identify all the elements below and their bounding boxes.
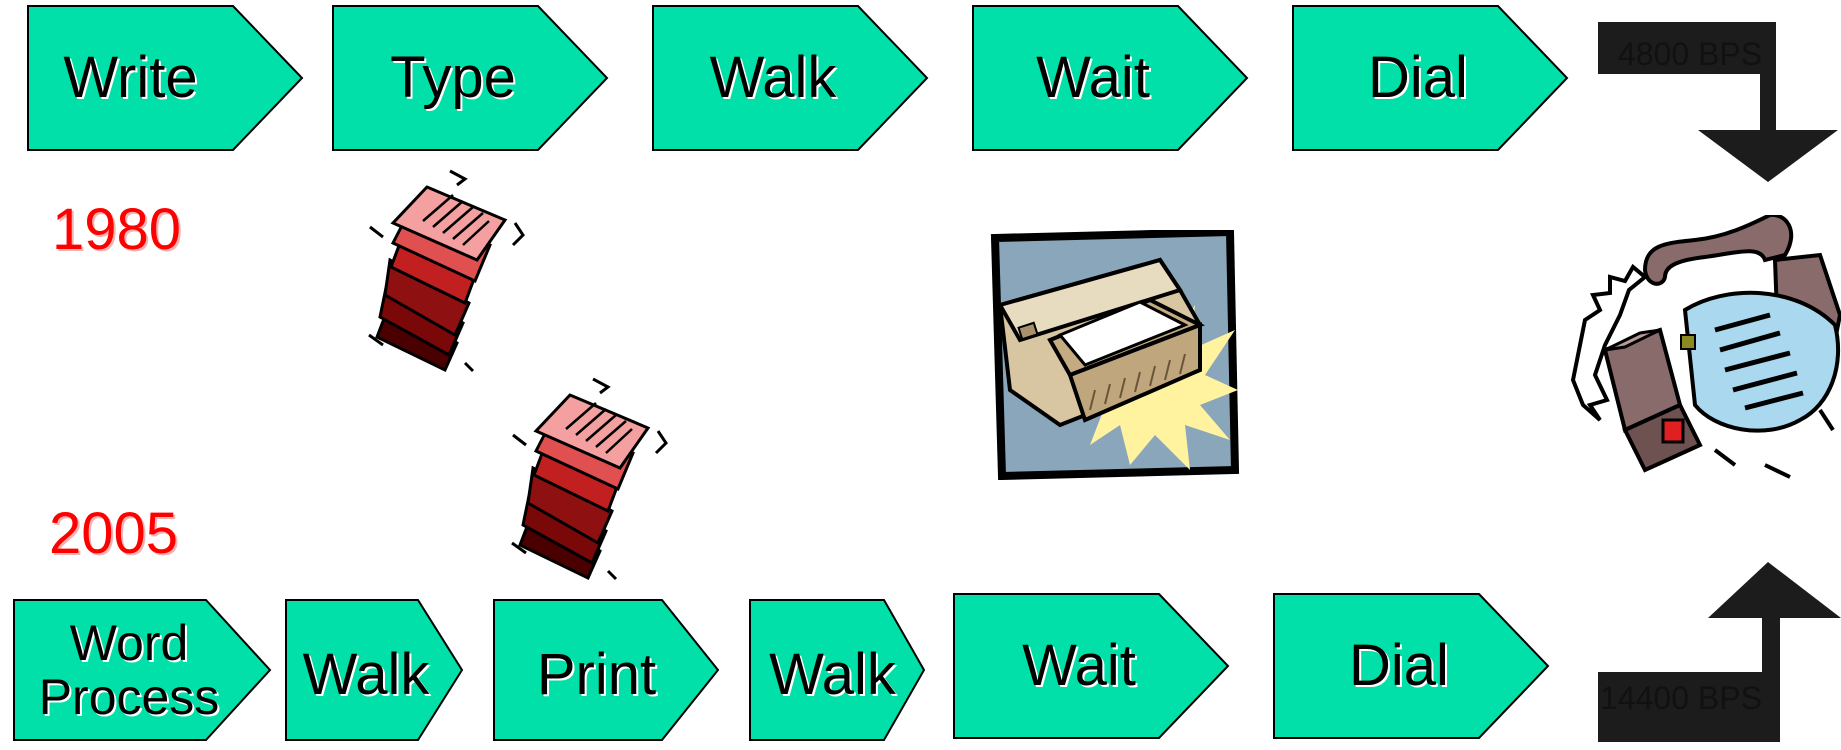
step-word-process: Word Process (14, 600, 272, 740)
step-walk: Walk (750, 600, 926, 740)
step-dial: Dial (1293, 6, 1569, 150)
step-label: Dial (1293, 6, 1543, 150)
step-label: Wait (954, 594, 1204, 738)
step-walk: Walk (653, 6, 929, 150)
step-label: Type (333, 6, 573, 150)
speed-label-top: 4800 BPS (1618, 36, 1762, 73)
step-label: Walk (286, 600, 446, 750)
step-label: Write (28, 6, 233, 150)
step-print: Print (494, 600, 720, 740)
step-wait: Wait (973, 6, 1249, 150)
papers-stack-icon (365, 165, 535, 375)
step-label: Word Process (14, 600, 244, 740)
step-label: Print (494, 600, 699, 750)
step-type: Type (333, 6, 609, 150)
year-1980: 1980 (52, 196, 181, 263)
step-label: Wait (973, 6, 1213, 150)
step-walk: Walk (286, 600, 464, 740)
printer-icon (990, 230, 1240, 480)
step-label: Walk (653, 6, 893, 150)
telephone-modem-icon (1565, 215, 1841, 505)
step-write: Write (28, 6, 304, 150)
step-label: Walk (750, 600, 915, 750)
step-label: Dial (1274, 594, 1524, 738)
speed-label-bottom: 14400 BPS (1600, 680, 1762, 717)
step-wait: Wait (954, 594, 1230, 738)
year-2005: 2005 (49, 500, 178, 567)
papers-stack-icon (508, 373, 678, 583)
step-dial: Dial (1274, 594, 1550, 738)
